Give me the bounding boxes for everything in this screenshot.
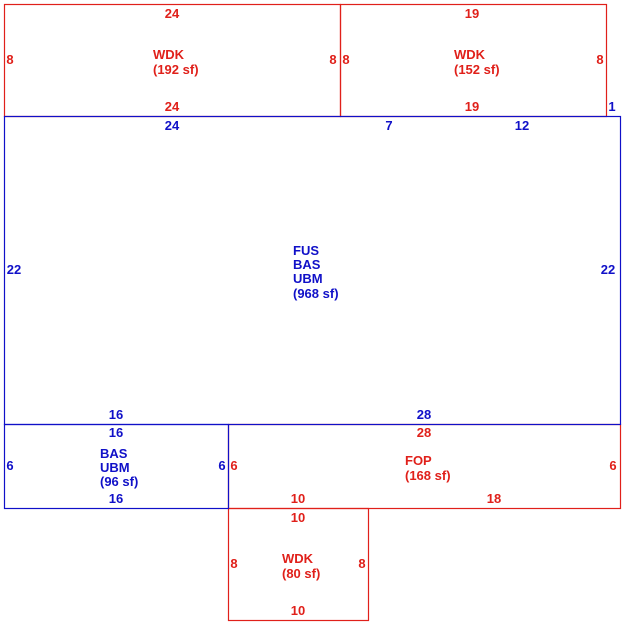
- wdk-bottom-outline: [227, 507, 370, 622]
- main-top-left-dimension: 24: [165, 118, 180, 133]
- main-bottom-left-dimension: 16: [109, 407, 123, 422]
- wdk-left-left-dimension: 8: [6, 52, 13, 67]
- fop-bottom-left-dimension: 10: [291, 491, 305, 506]
- bas-small-label-line-1: BAS: [100, 446, 128, 461]
- wdk-right-bottom-dimension: 19: [465, 99, 479, 114]
- main-area: (968 sf): [293, 286, 339, 301]
- main-right-dimension: 22: [601, 262, 615, 277]
- main-top-right-dimension: 12: [515, 118, 529, 133]
- fop-label: FOP: [405, 453, 432, 468]
- main-area-outline: [3, 115, 622, 426]
- bas-small-bottom-dimension: 16: [109, 491, 123, 506]
- wdk-bottom-bottom-dimension: 10: [291, 603, 305, 618]
- bas-small-label-line-2: UBM: [100, 460, 130, 475]
- wdk-left-bottom-dimension: 24: [165, 99, 180, 114]
- bas-small-outline: [3, 423, 230, 510]
- wdk-right-label: WDK: [454, 47, 486, 62]
- wdk-bottom-left-dimension: 8: [230, 556, 237, 571]
- wdk-left-area: (192 sf): [153, 62, 199, 77]
- wdk-right-left-dimension: 8: [342, 52, 349, 67]
- fop-right-dimension: 6: [609, 458, 616, 473]
- wdk-right-corner-dimension: 1: [608, 99, 615, 114]
- bas-small-left-dimension: 6: [6, 458, 13, 473]
- wdk-right-area: (152 sf): [454, 62, 500, 77]
- main-label-line-3: UBM: [293, 271, 323, 286]
- wdk-left-right-dimension: 8: [329, 52, 336, 67]
- main-label-line-2: BAS: [293, 257, 321, 272]
- fop-top-dimension: 28: [417, 425, 431, 440]
- main-top-mid-dimension: 7: [385, 118, 392, 133]
- fop-left-dimension: 6: [230, 458, 237, 473]
- fop-bottom-right-dimension: 18: [487, 491, 501, 506]
- wdk-right-right-dimension: 8: [596, 52, 603, 67]
- wdk-left-label: WDK: [153, 47, 185, 62]
- bas-small-right-dimension: 6: [218, 458, 225, 473]
- wdk-right-top-dimension: 19: [465, 6, 479, 21]
- main-left-dimension: 22: [7, 262, 21, 277]
- main-label-line-1: FUS: [293, 243, 319, 258]
- wdk-bottom-area: (80 sf): [282, 566, 320, 581]
- wdk-bottom-label: WDK: [282, 551, 314, 566]
- main-bottom-right-dimension: 28: [417, 407, 431, 422]
- bas-small-top-dimension: 16: [109, 425, 123, 440]
- fop-area: (168 sf): [405, 468, 451, 483]
- bas-small-area: (96 sf): [100, 474, 138, 489]
- wdk-bottom-right-dimension: 8: [358, 556, 365, 571]
- wdk-bottom-top-dimension: 10: [291, 510, 305, 525]
- wdk-left-top-dimension: 24: [165, 6, 180, 21]
